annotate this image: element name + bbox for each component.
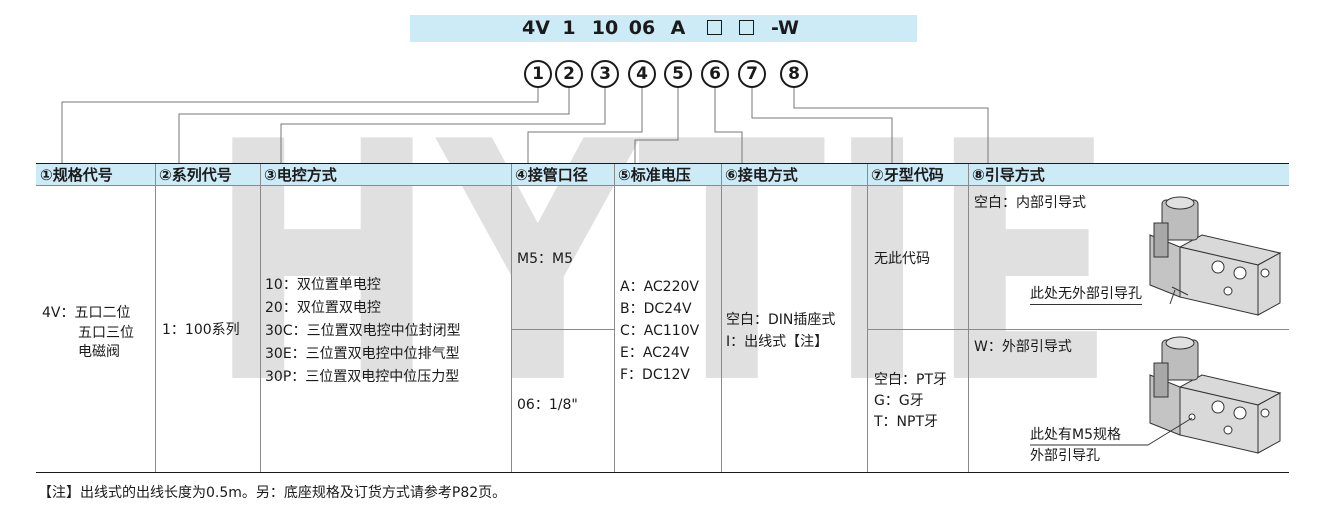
circle-7: 7 xyxy=(738,60,766,88)
code-segment-series: 1 xyxy=(562,17,576,39)
circle-6: 6 xyxy=(701,60,729,88)
circle-1: 1 xyxy=(524,60,552,88)
control-30e: 30E：三位置双电控中位排气型 xyxy=(265,346,460,362)
footnote: 【注】出线式的出线长度为0.5m。另：底座规格及订货方式请参考P82页。 xyxy=(38,485,507,501)
connector-line-2 xyxy=(178,88,570,163)
code-segment-port: 06 xyxy=(628,17,656,39)
voltage-e: E：AC24V xyxy=(620,345,690,361)
thread-pt: 空白：PT牙 xyxy=(874,372,947,388)
port-06: 06：1/8" xyxy=(517,397,578,413)
circle-5: 5 xyxy=(664,60,692,88)
port-m5: M5：M5 xyxy=(517,251,573,267)
code-segment-pilot: -W xyxy=(771,17,799,39)
callout-no-external-port: 此处无外部引导孔 xyxy=(1030,284,1142,305)
circle-3: 3 xyxy=(591,60,619,88)
voltage-c: C：AC110V xyxy=(620,323,700,339)
thread-none: 无此代码 xyxy=(874,251,930,267)
voltage-a: A：AC220V xyxy=(620,279,699,295)
connector-line-4 xyxy=(527,88,643,163)
connector-line-8 xyxy=(793,88,989,163)
code-placeholder-box-6 xyxy=(707,20,722,35)
callout-m5-external-port-line1: 此处有M5规格 xyxy=(1030,427,1121,443)
connector-line-1 xyxy=(61,88,539,163)
pilot-internal: 空白：内部引导式 xyxy=(974,195,1086,211)
spec-code-4v: 4V：五口二位 xyxy=(42,305,131,321)
row-divider-port xyxy=(511,329,614,330)
circle-4: 4 xyxy=(628,60,656,88)
control-30p: 30P：三位置双电控中位压力型 xyxy=(265,369,460,385)
row-divider-thread xyxy=(867,329,968,330)
pilot-external: W：外部引导式 xyxy=(974,339,1072,355)
callout-m5-external-port-line2: 外部引导孔 xyxy=(1030,448,1100,464)
wiring-din: 空白：DIN插座式 xyxy=(726,312,836,328)
control-30c: 30C：三位置双电控中位封闭型 xyxy=(265,323,461,339)
control-10: 10：双位置单电控 xyxy=(265,277,381,293)
series-code-100: 1：100系列 xyxy=(162,322,240,338)
code-segment-spec: 4V xyxy=(522,17,550,39)
column-divider xyxy=(511,164,512,472)
header-spec-code: ①规格代号 xyxy=(36,164,155,186)
column-divider xyxy=(867,164,868,472)
header-pilot-method: ⑧引导方式 xyxy=(968,164,1289,186)
valve-internal-pilot-image xyxy=(1149,196,1282,316)
valve-external-pilot-image xyxy=(1149,336,1282,454)
column-divider xyxy=(721,164,722,472)
connector-line-6 xyxy=(714,88,743,163)
header-thread-code: ⑦牙型代码 xyxy=(867,164,968,186)
voltage-b: B：DC24V xyxy=(620,301,692,317)
code-segment-voltage: A xyxy=(670,17,686,39)
header-control-method: ③电控方式 xyxy=(260,164,511,186)
column-divider xyxy=(155,164,156,472)
circle-8: 8 xyxy=(780,60,808,88)
row-divider-pilot xyxy=(968,329,1289,330)
thread-g: G：G牙 xyxy=(874,393,924,409)
header-standard-voltage: ⑤标准电压 xyxy=(614,164,721,186)
column-divider xyxy=(614,164,615,472)
header-port-size: ④接管口径 xyxy=(511,164,614,186)
column-divider xyxy=(968,164,969,472)
spec-code-5-3: 五口三位 xyxy=(78,325,134,341)
connector-line-3 xyxy=(280,88,606,163)
ordering-table: ①规格代号 ②系列代号 ③电控方式 ④接管口径 ⑤标准电压 ⑥接电方式 ⑦牙型代… xyxy=(36,163,1289,473)
model-code-bar xyxy=(410,15,917,42)
header-series-code: ②系列代号 xyxy=(155,164,260,186)
column-divider xyxy=(260,164,261,472)
control-20: 20：双位置双电控 xyxy=(265,300,381,316)
code-placeholder-box-7 xyxy=(739,20,754,35)
thread-npt: T：NPT牙 xyxy=(874,414,939,430)
spec-code-solenoid: 电磁阀 xyxy=(78,344,120,360)
wiring-lead: I：出线式【注】 xyxy=(726,334,829,350)
code-segment-control: 10 xyxy=(591,17,619,39)
connector-line-5 xyxy=(634,88,679,163)
connector-line-7 xyxy=(751,88,893,163)
header-wiring-method: ⑥接电方式 xyxy=(721,164,867,186)
voltage-f: F：DC12V xyxy=(620,367,690,383)
circle-2: 2 xyxy=(555,60,583,88)
